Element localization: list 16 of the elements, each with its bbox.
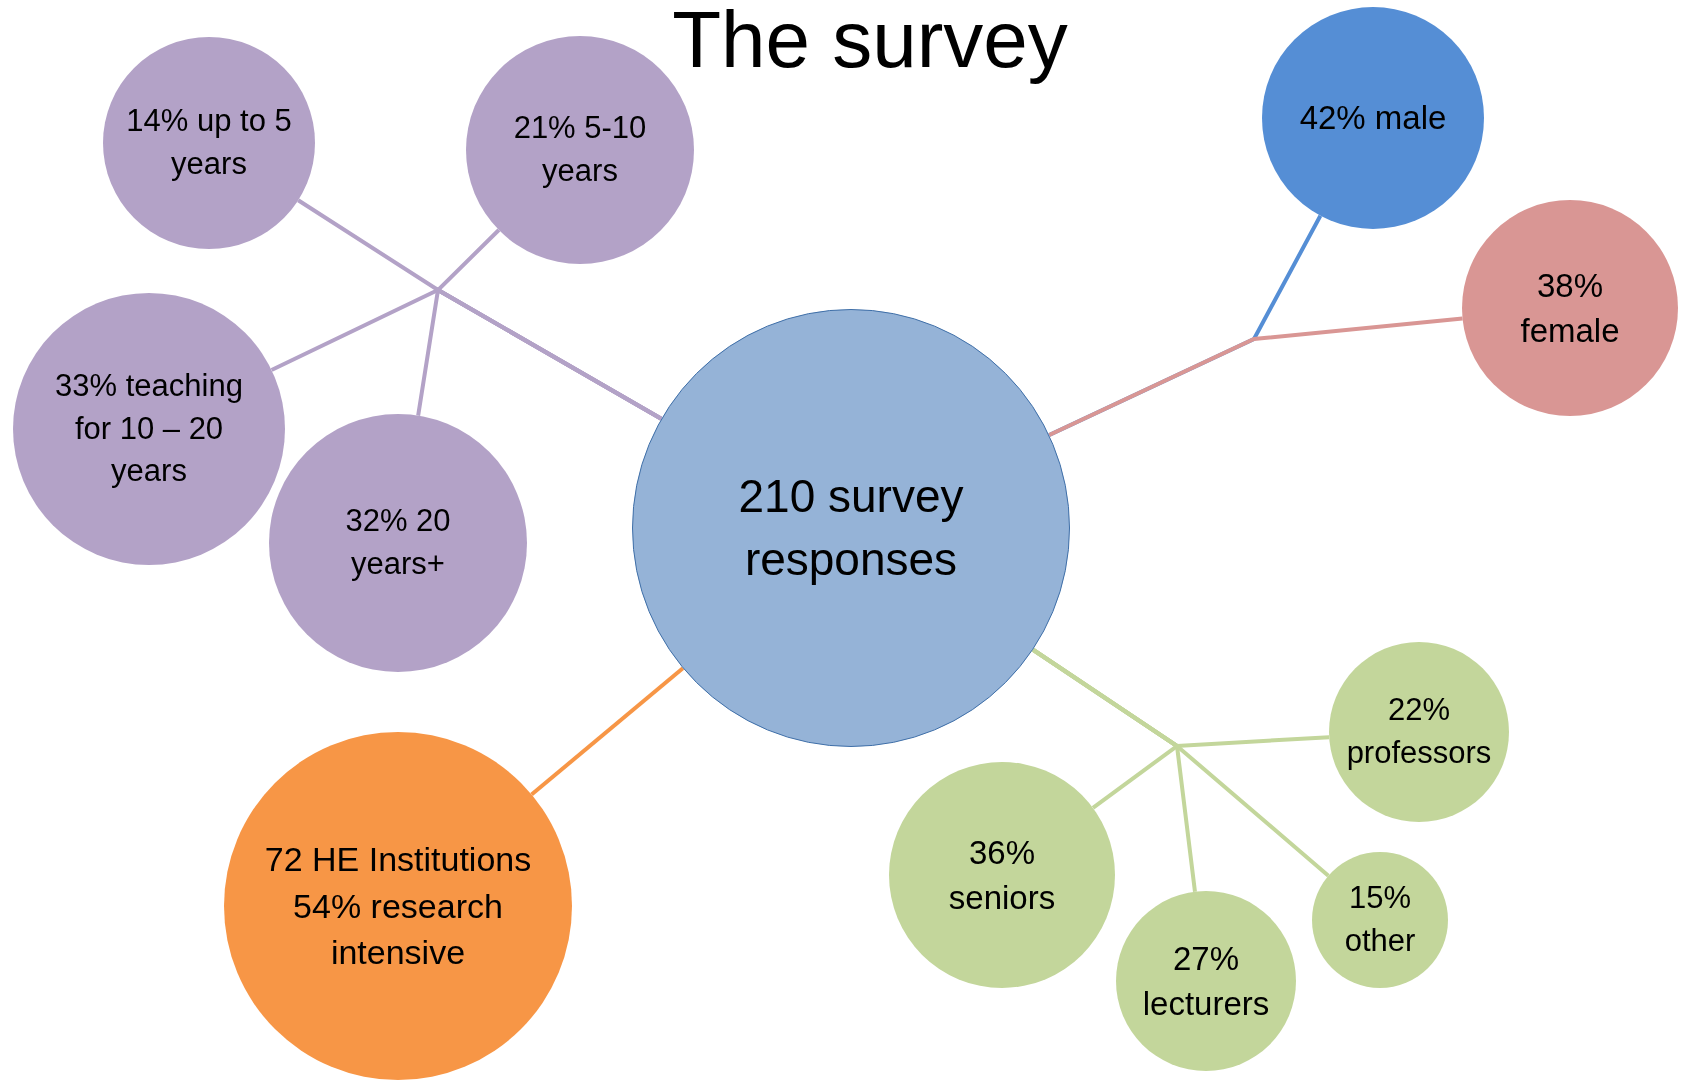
bubble-label: 22% professors	[1345, 691, 1493, 772]
bubble-label: 42% male	[1299, 98, 1447, 139]
bubble-label: 32% 20 years+	[344, 502, 452, 583]
bubble-label: 72 HE Institutions 54% research intensive	[263, 838, 533, 974]
bubble-label: 15% other	[1343, 879, 1417, 960]
connector-line	[1031, 648, 1330, 878]
bubble-label: 33% teaching for 10 – 20 years	[54, 367, 244, 491]
connector-line	[416, 286, 663, 421]
connector-line	[1048, 316, 1463, 437]
bubble-label: 14% up to 5 years	[125, 102, 293, 183]
bubble-label: 21% 5-10 years	[512, 109, 648, 190]
bubble-label: 36% seniors	[947, 832, 1057, 918]
bubble-label: 210 survey responses	[737, 468, 965, 587]
bubble-label: 27% lecturers	[1141, 938, 1271, 1024]
connector-line	[530, 666, 685, 797]
bubble-label: 38% female	[1519, 265, 1621, 351]
